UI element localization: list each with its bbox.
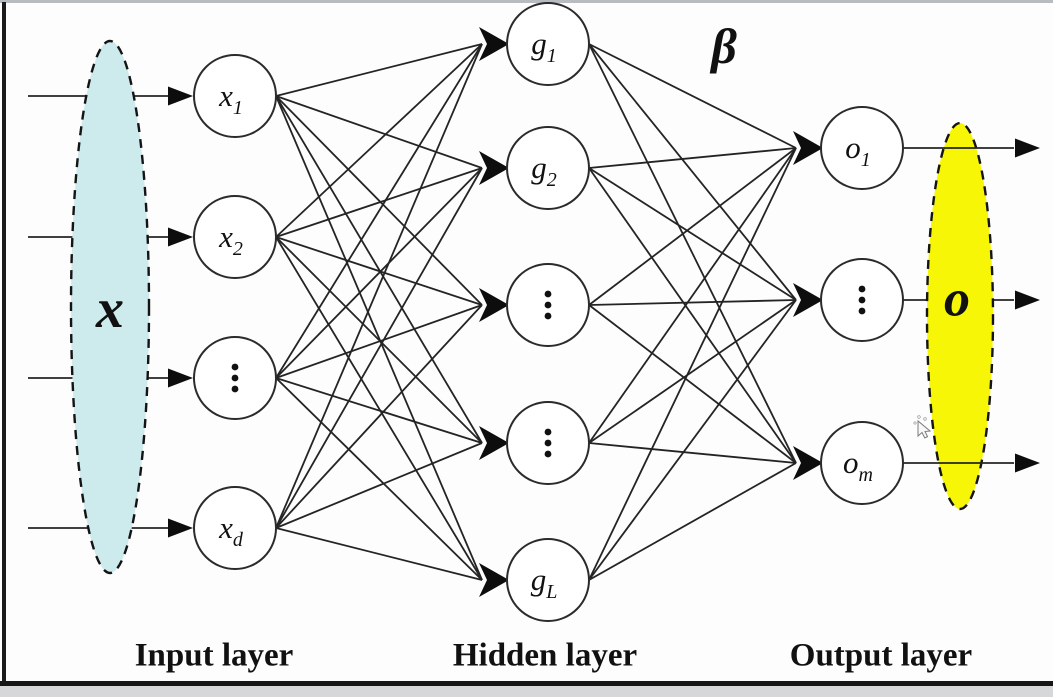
hidden-output-weight-line [588, 304, 797, 464]
hidden-output-weight-line [588, 167, 797, 301]
input-node-xd-label: xd [218, 510, 244, 551]
output-arrowhead [1015, 453, 1040, 473]
input-vector-label: x [96, 278, 124, 340]
input-hidden-weight-line [275, 304, 483, 529]
hidden-output-weight-line [588, 147, 797, 306]
vertical-ellipsis-dot [544, 428, 552, 436]
input-arrowhead [168, 368, 193, 388]
caption-output-layer: Output layer [789, 637, 973, 674]
vertical-ellipsis-dot [544, 312, 552, 320]
input-arrowhead [168, 227, 193, 247]
vertical-ellipsis-dot [231, 363, 239, 371]
input-hidden-weight-line [275, 442, 483, 529]
vertical-ellipsis-dot [858, 307, 866, 315]
hidden-node-g2-label: g2 [531, 150, 557, 191]
vertical-ellipsis-dot [544, 450, 552, 458]
output-arrowhead [1015, 138, 1040, 158]
input-hidden-weight-line [275, 377, 483, 444]
hidden-node-g1-label: g1 [531, 26, 557, 67]
input-hidden-weight-line [275, 43, 483, 379]
input-hidden-weight-line [275, 167, 483, 238]
hidden-output-weight-line [588, 43, 797, 301]
input-hidden-weight-line [275, 43, 483, 529]
hidden-node-dots [506, 401, 590, 485]
input-hidden-weight-line [275, 236, 483, 306]
hidden-output-weight-line [588, 299, 797, 581]
input-hidden-weight-line [275, 43, 483, 97]
vertical-ellipsis-dot [544, 290, 552, 298]
input-hidden-weight-line [275, 527, 483, 581]
caption-hidden-layer: Hidden layer [452, 637, 638, 674]
hidden-output-weight-line [588, 442, 797, 464]
input-node-x2: x2 [193, 195, 277, 279]
output-node-o1: o1 [820, 106, 904, 190]
input-hidden-weight-line [275, 95, 483, 306]
hidden-output-weight-line [588, 167, 797, 464]
hidden-node-dots [506, 263, 590, 347]
hidden-node-arrowhead [479, 151, 509, 185]
input-hidden-weight-line [275, 304, 483, 379]
input-hidden-weight-line [275, 167, 483, 379]
hidden-node-g1: g1 [506, 2, 590, 86]
hidden-output-weight-line [588, 147, 797, 169]
input-hidden-weight-line [275, 377, 483, 581]
beta-weights-label: β [711, 18, 737, 74]
hidden-output-weight-line [588, 43, 797, 464]
hidden-node-gL: gL [506, 538, 590, 622]
input-node-x1-label: x1 [218, 78, 243, 119]
output-node-o1-label: o1 [845, 130, 871, 171]
vertical-ellipsis-dot [544, 301, 552, 309]
input-node-xd: xd [193, 486, 277, 570]
output-node-om-label: om [843, 445, 873, 486]
vertical-ellipsis-dot [231, 374, 239, 382]
input-node-dots [193, 336, 277, 420]
output-node-arrowhead [793, 283, 823, 317]
vertical-ellipsis-dot [544, 439, 552, 447]
input-arrowhead [168, 86, 193, 106]
hidden-output-weight-line [588, 299, 797, 306]
input-hidden-weight-line [275, 95, 483, 581]
hidden-node-arrowhead [479, 288, 509, 322]
hidden-node-arrowhead [479, 563, 509, 597]
input-vector-ellipse [69, 39, 151, 575]
border-bottom [0, 681, 1053, 686]
hidden-node-g2: g2 [506, 126, 590, 210]
hidden-output-weight-line [588, 147, 797, 444]
input-hidden-weight-line [275, 236, 483, 444]
hidden-output-weight-line [588, 299, 797, 444]
input-hidden-weight-line [275, 95, 483, 444]
output-vector-ellipse [925, 121, 995, 511]
input-node-x2-label: x2 [218, 219, 243, 260]
mouse-cursor [913, 415, 932, 439]
hidden-node-gL-label: gL [531, 562, 558, 603]
border-top [0, 0, 1053, 3]
output-node-dots [820, 258, 904, 342]
hidden-node-arrowhead [479, 27, 509, 61]
input-arrowhead [168, 518, 193, 538]
caption-input-layer: Input layer [134, 637, 294, 674]
input-hidden-weight-line [275, 236, 483, 581]
vertical-ellipsis-dot [231, 385, 239, 393]
hidden-output-weight-line [588, 462, 797, 581]
output-node-arrowhead [793, 131, 823, 165]
input-hidden-weight-line [275, 167, 483, 529]
vertical-ellipsis-dot [858, 296, 866, 304]
input-hidden-weight-line [275, 43, 483, 238]
output-vector-label: o [944, 270, 970, 328]
bottom-grey-strip [0, 686, 1053, 697]
hidden-output-weight-line [588, 43, 797, 149]
input-node-x1: x1 [193, 54, 277, 138]
output-node-om: om [820, 421, 904, 505]
input-hidden-weight-line [275, 95, 483, 169]
hidden-output-weight-line [588, 147, 797, 581]
output-node-arrowhead [793, 446, 823, 480]
output-arrowhead [1015, 290, 1040, 310]
vertical-ellipsis-dot [858, 285, 866, 293]
border-left [2, 2, 6, 686]
hidden-node-arrowhead [479, 426, 509, 460]
